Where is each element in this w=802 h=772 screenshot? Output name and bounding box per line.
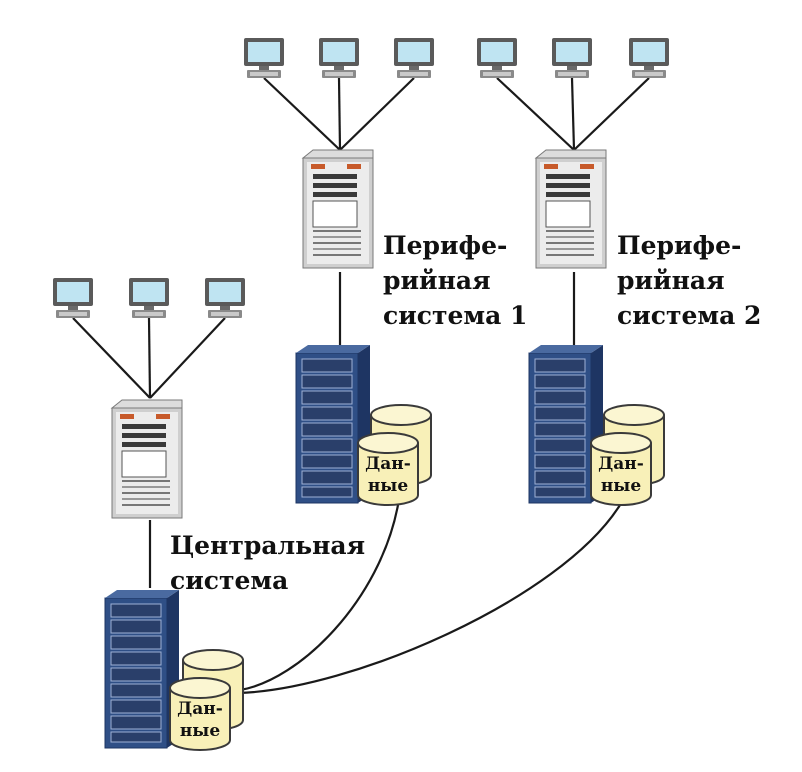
monitor-icon <box>629 38 669 78</box>
storage-rack-icon <box>104 589 180 749</box>
monitor-icon <box>394 38 434 78</box>
monitor-icon <box>244 38 284 78</box>
monitor-icon <box>319 38 359 78</box>
peripheral-1-line-3: система 1 <box>383 301 528 330</box>
database-icon: Дан- ные <box>590 404 665 506</box>
server-tower-icon <box>535 149 607 269</box>
peripheral-1-line-1: Перифе- <box>383 231 508 260</box>
server-tower-icon <box>302 149 374 269</box>
peripheral-2-line-1: Перифе- <box>617 231 742 260</box>
central-label-line-1: Центральная <box>170 531 366 560</box>
monitor-icon <box>129 278 169 318</box>
monitor-icon <box>552 38 592 78</box>
peripheral-system-2-label: Перифе- рийная система 2 <box>617 228 761 333</box>
monitor-icon <box>477 38 517 78</box>
svg-text:ные: ные <box>180 721 220 741</box>
monitor-icon <box>53 278 93 318</box>
peripheral-system-1-label: Перифе- рийная система 1 <box>383 228 527 333</box>
svg-text:Дан-: Дан- <box>365 454 411 474</box>
network-wires <box>72 77 650 695</box>
svg-text:ные: ные <box>601 476 641 496</box>
database-icon: Дан- ные <box>169 649 244 751</box>
server-tower-icon <box>111 399 183 519</box>
svg-text:ные: ные <box>368 476 408 496</box>
peripheral-2-line-2: рийная <box>617 266 725 295</box>
central-system-label: Центральная система <box>170 528 365 598</box>
peripheral-1-line-2: рийная <box>383 266 491 295</box>
database-icon: Дан- ные <box>357 404 432 506</box>
svg-text:Дан-: Дан- <box>177 699 223 719</box>
central-label-line-2: система <box>170 566 289 595</box>
peripheral-2-line-3: система 2 <box>617 301 762 330</box>
monitor-icon <box>205 278 245 318</box>
svg-text:Дан-: Дан- <box>598 454 644 474</box>
